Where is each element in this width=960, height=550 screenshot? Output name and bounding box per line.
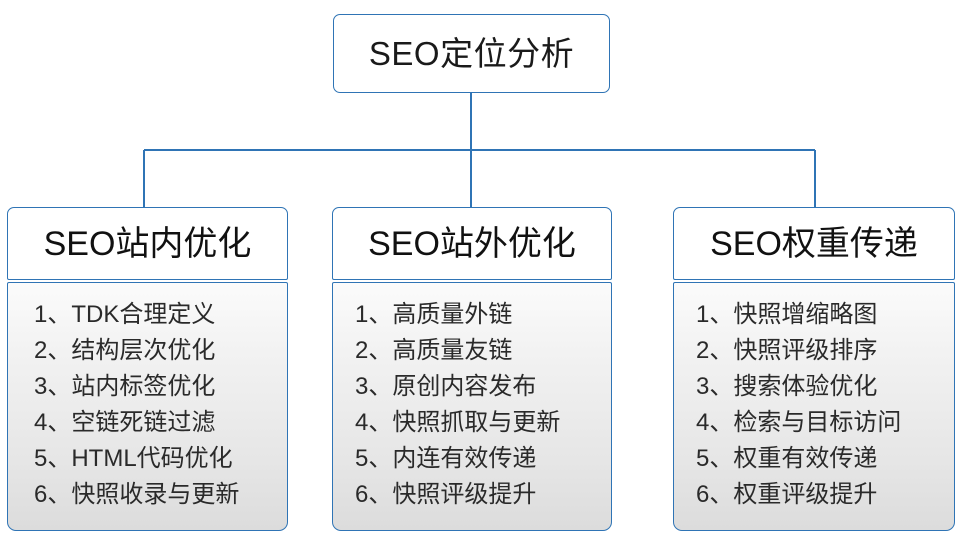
list-item: 5、HTML代码优化 <box>34 445 233 472</box>
root-node-label: SEO定位分析 <box>368 35 575 72</box>
list-item: 1、TDK合理定义 <box>34 301 216 328</box>
branch-column-offsite: SEO站外优化 1、高质量外链 2、高质量友链 3、原创内容发布 4、快照抓取与… <box>332 207 612 531</box>
list-item: 2、结构层次优化 <box>34 337 216 364</box>
list-item: 3、原创内容发布 <box>355 373 537 400</box>
branch-header-offsite[interactable]: SEO站外优化 <box>332 207 612 280</box>
branch-body-offsite: 1、高质量外链 2、高质量友链 3、原创内容发布 4、快照抓取与更新 5、内连有… <box>332 282 612 531</box>
branch-header-label: SEO站内优化 <box>43 224 252 263</box>
list-item: 6、快照收录与更新 <box>34 481 240 508</box>
branch-header-onsite[interactable]: SEO站内优化 <box>7 207 288 280</box>
root-node[interactable]: SEO定位分析 <box>333 14 610 93</box>
list-item: 1、高质量外链 <box>355 301 513 328</box>
branch-item-list: 1、TDK合理定义 2、结构层次优化 3、站内标签优化 4、空链死链过滤 5、H… <box>8 297 287 513</box>
branch-column-onsite: SEO站内优化 1、TDK合理定义 2、结构层次优化 3、站内标签优化 4、空链… <box>7 207 288 531</box>
branch-header-label: SEO权重传递 <box>710 224 918 263</box>
list-item: 2、高质量友链 <box>355 337 513 364</box>
list-item: 4、空链死链过滤 <box>34 409 216 436</box>
list-item: 6、快照评级提升 <box>355 481 537 508</box>
branch-header-weight[interactable]: SEO权重传递 <box>673 207 955 280</box>
branch-header-label: SEO站外优化 <box>368 224 576 263</box>
list-item: 5、权重有效传递 <box>696 445 878 472</box>
branch-item-list: 1、快照增缩略图 2、快照评级排序 3、搜索体验优化 4、检索与目标访问 5、权… <box>674 297 954 513</box>
list-item: 4、检索与目标访问 <box>696 409 902 436</box>
branch-body-onsite: 1、TDK合理定义 2、结构层次优化 3、站内标签优化 4、空链死链过滤 5、H… <box>7 282 288 531</box>
branch-item-list: 1、高质量外链 2、高质量友链 3、原创内容发布 4、快照抓取与更新 5、内连有… <box>333 297 611 513</box>
list-item: 3、搜索体验优化 <box>696 373 878 400</box>
list-item: 5、内连有效传递 <box>355 445 537 472</box>
list-item: 3、站内标签优化 <box>34 373 216 400</box>
list-item: 1、快照增缩略图 <box>696 301 878 328</box>
branch-body-weight: 1、快照增缩略图 2、快照评级排序 3、搜索体验优化 4、检索与目标访问 5、权… <box>673 282 955 531</box>
list-item: 4、快照抓取与更新 <box>355 409 561 436</box>
list-item: 6、权重评级提升 <box>696 481 878 508</box>
branch-column-weight: SEO权重传递 1、快照增缩略图 2、快照评级排序 3、搜索体验优化 4、检索与… <box>673 207 955 531</box>
list-item: 2、快照评级排序 <box>696 337 878 364</box>
